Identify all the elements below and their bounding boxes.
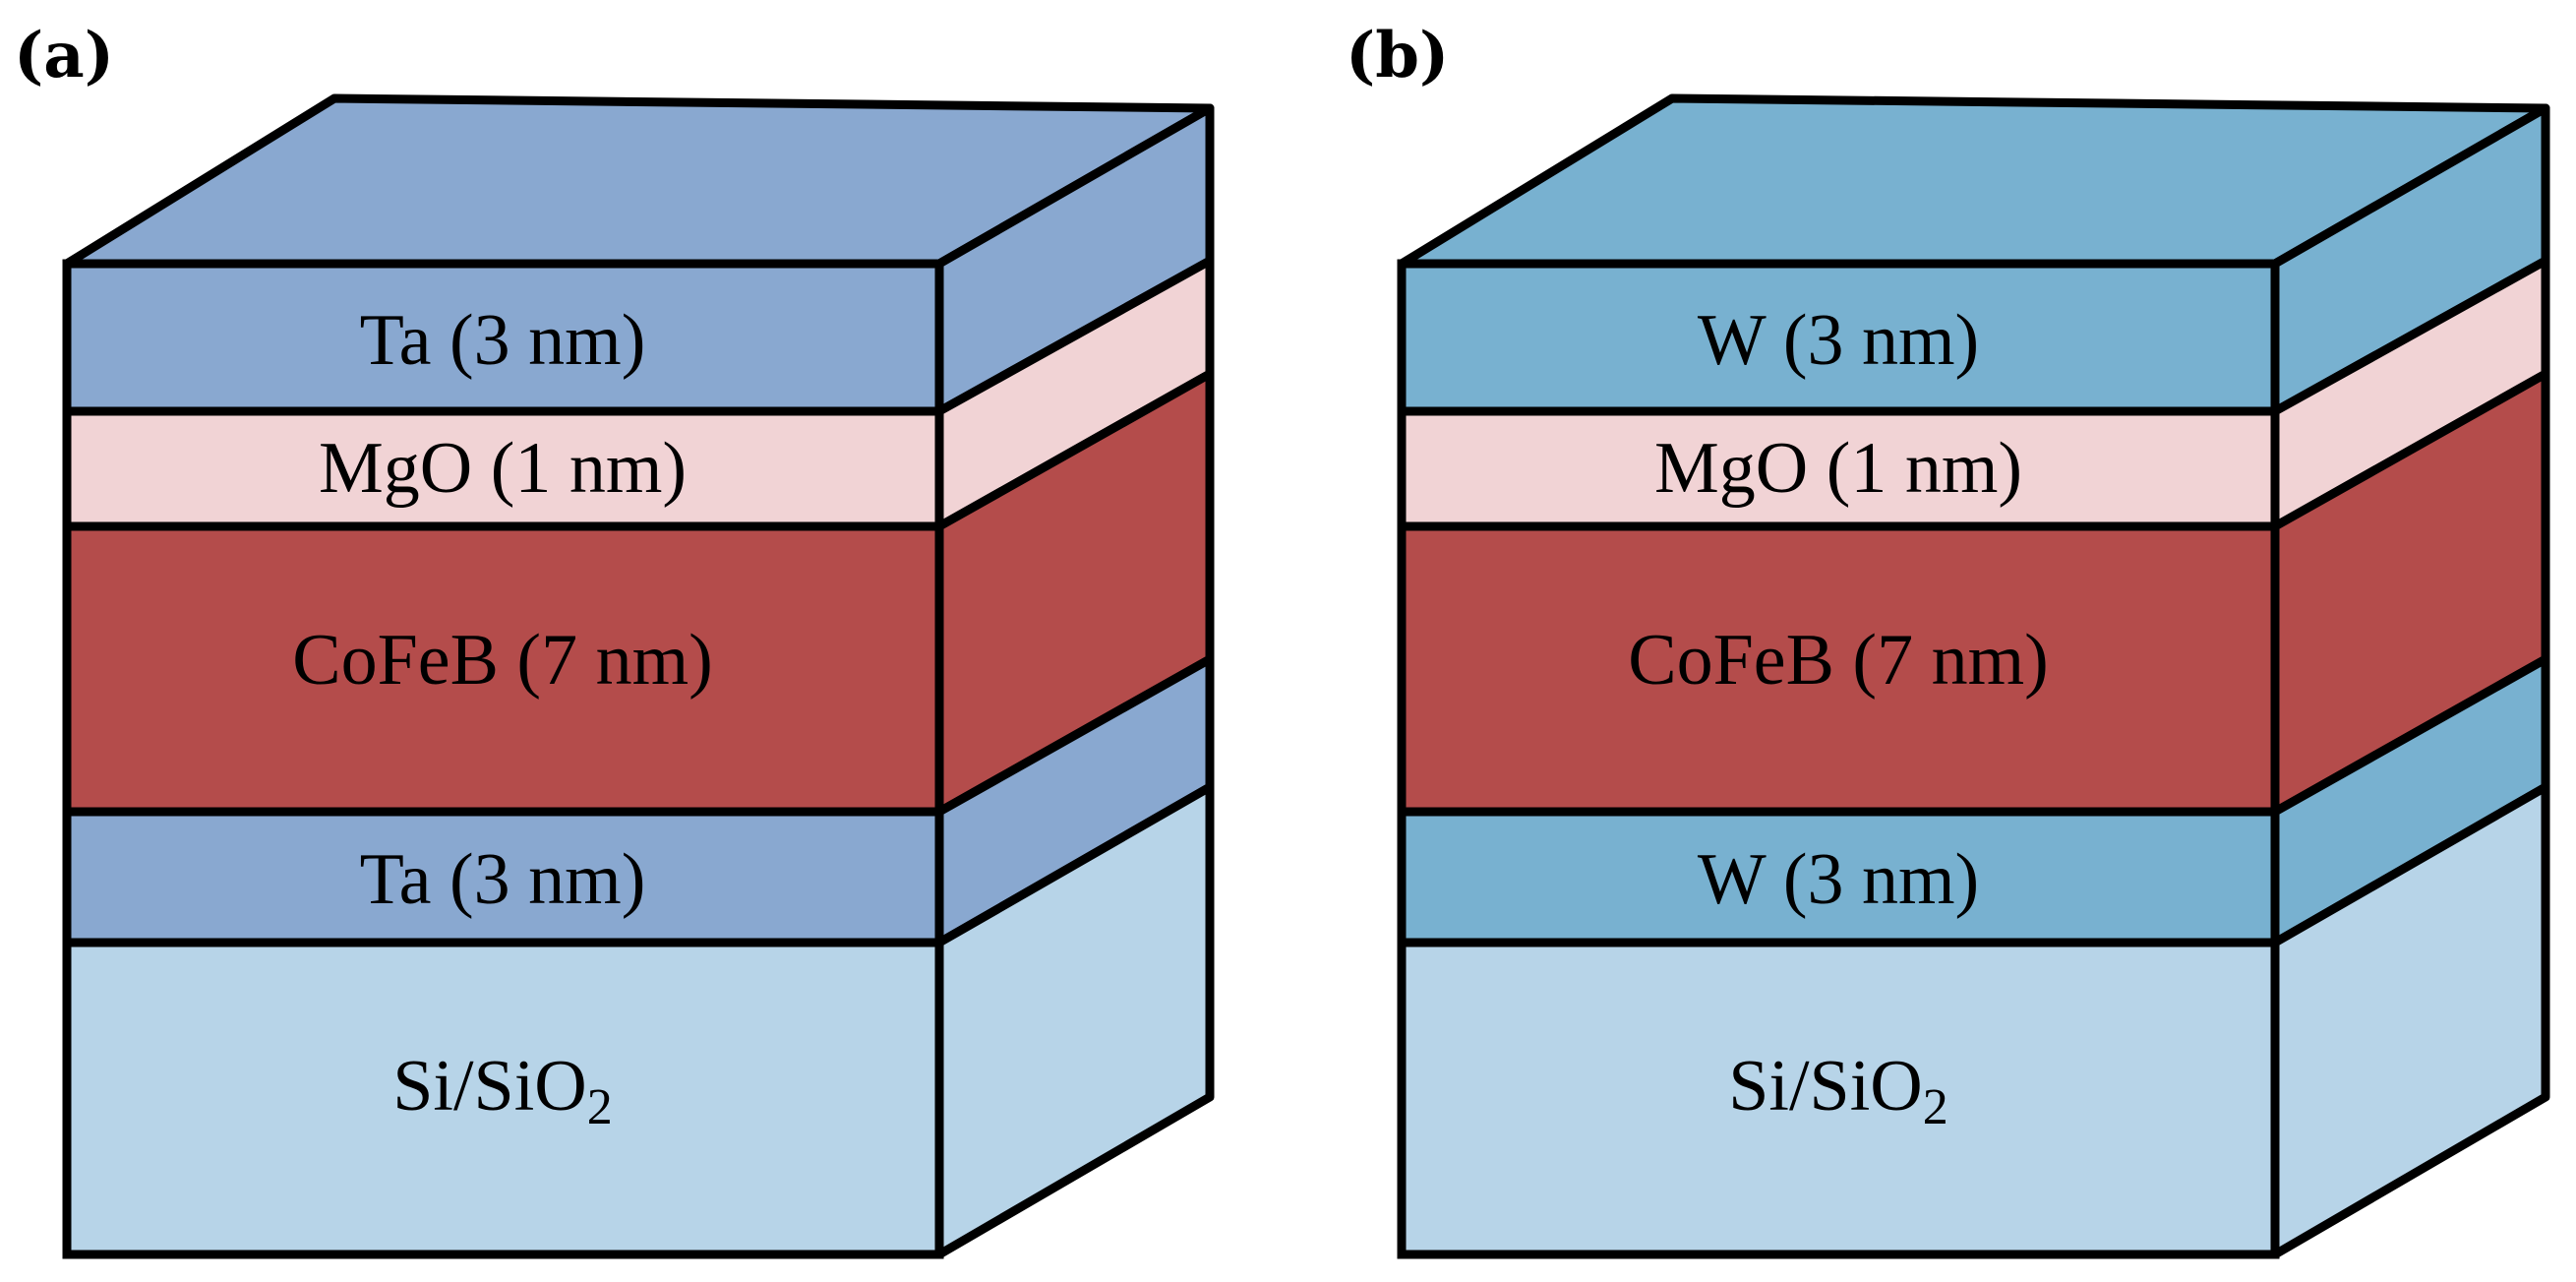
panel-b-layer-label-cofeb: CoFeB (7 nm) [1628,620,2049,701]
panel-a-layer-label-mgo: MgO (1 nm) [319,428,687,509]
panel-b-layer-label-w-top: W (3 nm) [1698,300,1979,381]
panel-a-layer-label-substrate: Si/SiO2 [392,1046,612,1135]
panel-a-layer-label-cofeb: CoFeB (7 nm) [292,620,713,701]
panel-b-front-layer-substrate [1397,938,2280,1259]
panel-a-front-layer-substrate [62,938,944,1259]
panel-b-front-layer-w-top [1397,259,2280,416]
panel-b-front-layer-cofeb [1397,521,2280,817]
panel-a: (a) Ta (3 nm) MgO (1 nm) CoFeB (7 nm) Ta… [14,19,1215,1259]
panel-a-layer-label-ta-bottom: Ta (3 nm) [360,839,646,920]
panel-b-layer-label-substrate: Si/SiO2 [1728,1046,1947,1135]
panel-b-layer-label-mgo: MgO (1 nm) [1654,428,2022,509]
panel-a-front-layer-ta-top [62,259,944,416]
panel-b-label: (b) [1346,19,1449,92]
panel-b-layer-label-w-bottom: W (3 nm) [1698,839,1979,920]
panel-a-label: (a) [14,19,114,92]
panel-a-front-layer-cofeb [62,521,944,817]
panel-a-layer-label-ta-top: Ta (3 nm) [360,300,646,381]
panel-b: (b) W (3 nm) MgO (1 nm) CoFeB (7 nm) W (… [1346,19,2550,1259]
